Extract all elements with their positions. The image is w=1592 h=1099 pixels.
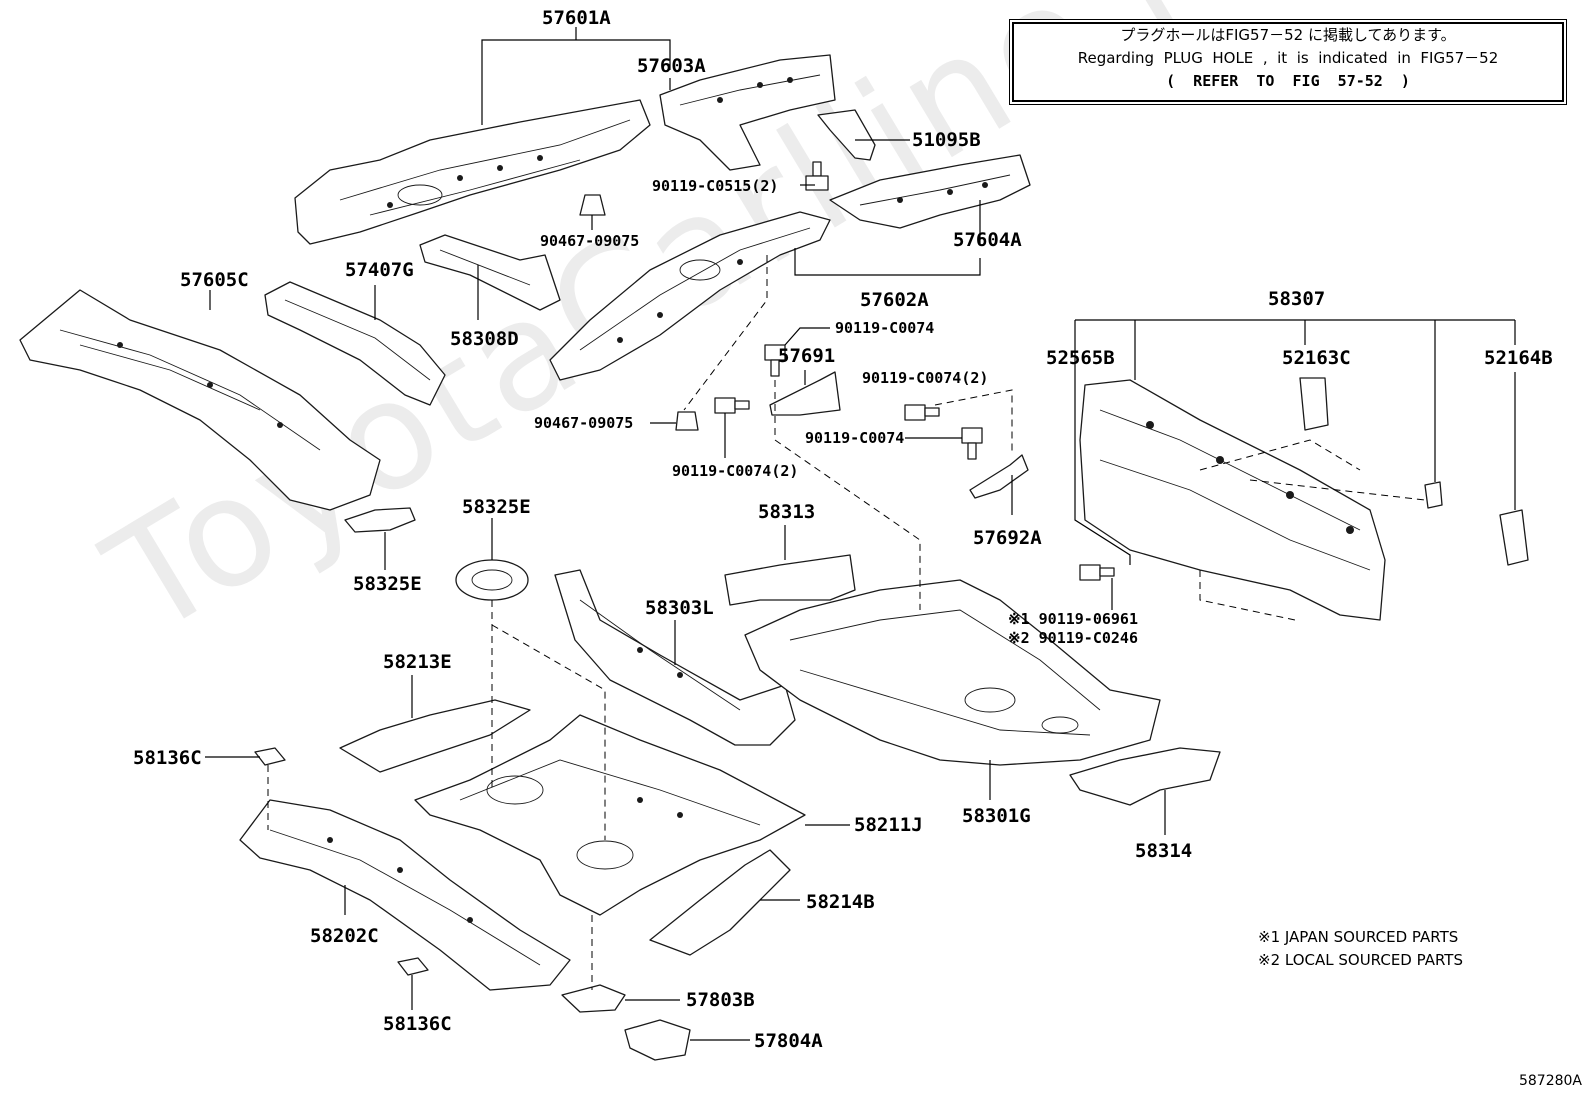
part-58214B-shape	[649, 849, 791, 956]
label-57804A: 57804A	[754, 1030, 823, 1052]
part-58202C-shape	[239, 799, 571, 991]
label-57803B: 57803B	[686, 989, 755, 1011]
label-57407G: 57407G	[345, 259, 414, 281]
part-57604A-shape	[829, 154, 1031, 229]
part-58314-shape	[1069, 747, 1221, 806]
part-51095B-shape	[817, 109, 876, 161]
label-90119-C0074-b: 90119-C0074	[805, 429, 904, 447]
label-52163C: 52163C	[1282, 347, 1351, 369]
label-58213E: 58213E	[383, 651, 452, 673]
bolt-90119-C0074-c	[904, 404, 940, 421]
part-58211J-shape	[414, 714, 806, 916]
part-58301G-shape	[744, 579, 1161, 766]
label-90467-upper: 90467-09075	[540, 232, 639, 250]
part-52164B-shape	[1499, 509, 1529, 566]
label-58301G: 58301G	[962, 805, 1031, 827]
label-90119-C0246: ※2 90119-C0246	[1008, 629, 1138, 647]
part-52565B-shape	[1079, 379, 1386, 621]
bolt-90119-06961	[1079, 564, 1115, 581]
legend-japan: ※1 JAPAN SOURCED PARTS	[1258, 928, 1459, 946]
label-57603A: 57603A	[637, 55, 706, 77]
part-58136C-lower-shape	[397, 957, 429, 976]
figure-number: 587280A	[1518, 1073, 1582, 1089]
note-reference: ( REFER TO FIG 57-52 )	[1166, 72, 1410, 90]
label-58136C-upper: 58136C	[133, 747, 202, 769]
label-58308D: 58308D	[450, 328, 519, 350]
bolt-90119-C0074-b	[714, 397, 750, 414]
label-58214B: 58214B	[806, 891, 875, 913]
sourcing-legend: ※1 JAPAN SOURCED PARTS ※2 LOCAL SOURCED …	[1258, 926, 1463, 972]
bolt-90119-C0074-d	[961, 427, 983, 460]
part-58136C-upper-shape	[254, 747, 286, 766]
label-57601A: 57601A	[542, 7, 611, 29]
part-58313-shape	[724, 554, 856, 606]
clip-90467-upper	[579, 194, 606, 216]
part-57601A-shape	[294, 99, 651, 245]
part-57692A-shape	[969, 454, 1029, 499]
label-90119-C0074-2b: 90119-C0074(2)	[672, 462, 798, 480]
label-57691: 57691	[778, 345, 835, 367]
bolt-90119-C0515	[805, 161, 829, 191]
part-57803B-shape	[561, 984, 626, 1013]
label-58303L: 58303L	[645, 597, 714, 619]
label-52164B: 52164B	[1484, 347, 1553, 369]
note-english: Regarding PLUG HOLE , it is indicated in…	[1077, 49, 1499, 67]
label-57605C: 57605C	[180, 269, 249, 291]
part-57605C-shape	[19, 289, 381, 511]
legend-local: ※2 LOCAL SOURCED PARTS	[1258, 951, 1463, 969]
label-57604A: 57604A	[953, 229, 1022, 251]
plug-hole-note: プラグホールはFIG57－52 に掲載してあります。 Regarding PLU…	[1012, 22, 1564, 102]
label-58313: 58313	[758, 501, 815, 523]
label-58314: 58314	[1135, 840, 1192, 862]
part-58307-clip	[1424, 481, 1443, 509]
part-labels: 57601A 57603A 51095B 90119-C0515(2) 9046…	[133, 7, 1553, 1052]
part-58325E-left-shape	[344, 507, 416, 533]
label-90467-lower: 90467-09075	[534, 414, 633, 432]
label-58307: 58307	[1268, 288, 1325, 310]
part-58213E-shape	[339, 699, 531, 773]
part-52163C-shape	[1299, 377, 1329, 431]
label-58202C: 58202C	[310, 925, 379, 947]
label-57692A: 57692A	[973, 527, 1042, 549]
bolt-90119-C0074-a	[764, 344, 786, 377]
label-57602A: 57602A	[860, 289, 929, 311]
note-japanese: プラグホールはFIG57－52 に掲載してあります。	[1120, 26, 1456, 44]
part-57407G-shape	[264, 281, 446, 406]
label-58325E-center: 58325E	[462, 496, 531, 518]
label-58136C-lower: 58136C	[383, 1013, 452, 1035]
label-90119-06961: ※1 90119-06961	[1008, 610, 1138, 628]
label-52565B: 52565B	[1046, 347, 1115, 369]
label-51095B: 51095B	[912, 129, 981, 151]
part-57804A-shape	[624, 1019, 691, 1061]
label-90119-C0515: 90119-C0515(2)	[652, 177, 778, 195]
part-58308D-shape	[419, 234, 561, 311]
part-58325E-center-shape	[455, 559, 529, 601]
label-58211J: 58211J	[854, 814, 923, 836]
label-90119-C0074-2a: 90119-C0074(2)	[862, 369, 988, 387]
label-58325E-left: 58325E	[353, 573, 422, 595]
label-90119-C0074-a: 90119-C0074	[835, 319, 934, 337]
part-57603A-shape	[659, 54, 836, 171]
leader-lines	[205, 27, 1516, 1041]
part-58303L-shape	[554, 569, 796, 746]
part-57602A-shape	[549, 211, 831, 381]
clip-90467-lower	[675, 411, 699, 431]
assembly-dash-lines	[267, 255, 1426, 990]
part-57691-shape	[769, 371, 841, 416]
